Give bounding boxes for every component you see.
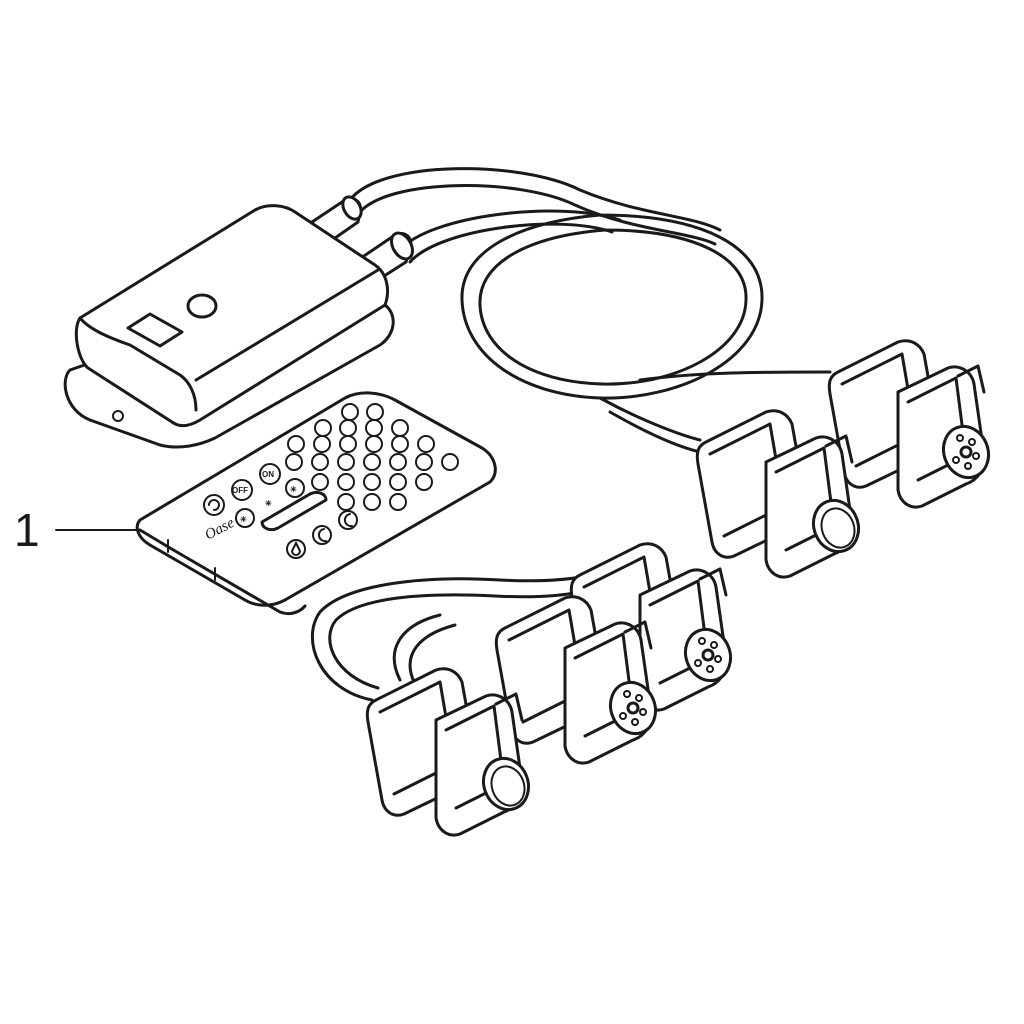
remote-key [415, 473, 433, 491]
remote-control: ON OFF ✳ ✳ ✳ Oase [135, 391, 497, 616]
remote-key [341, 403, 359, 421]
remote-key [365, 419, 383, 437]
cable-lower-b [408, 222, 614, 264]
remote-key [311, 453, 329, 471]
remote-key [417, 435, 435, 453]
cable-lower-loop-outer [310, 573, 592, 702]
remote-key [285, 453, 303, 471]
remote-key-on-label: ON [262, 470, 274, 479]
remote-key-off [231, 479, 253, 501]
controller-front-edge [194, 268, 380, 382]
remote-side-edge [138, 528, 307, 616]
cable-lower-branch-2 [408, 623, 457, 684]
callout-number: 1 [14, 504, 40, 556]
cable-to-connector-b2 [608, 410, 702, 454]
remote-key-cycle [203, 494, 225, 516]
controller-display-window [126, 312, 184, 348]
mounting-hole [112, 410, 124, 422]
drop-icon [290, 540, 302, 556]
cable-lower-loop-inner [328, 590, 582, 690]
remote-key [415, 453, 433, 471]
sun-icon: ✳ [290, 485, 297, 494]
remote-key-drop [286, 539, 306, 559]
remote-key [363, 453, 381, 471]
cable-to-connector-b [598, 396, 702, 442]
remote-key [391, 419, 409, 437]
remote-key [337, 493, 355, 511]
remote-key-off-label: OFF [232, 486, 248, 495]
remote-key-brightness-up [285, 478, 305, 498]
moon-icon [317, 528, 327, 543]
cable-upper-b [358, 184, 717, 246]
moon-icon [343, 513, 353, 528]
remote-key [391, 435, 409, 453]
remote-key-moon-2 [312, 525, 332, 545]
cycle-icon [208, 499, 220, 511]
sun-small-icon: ✳ [240, 515, 247, 524]
remote-key-moon-1 [338, 510, 358, 530]
controller-body [74, 204, 389, 428]
cable-lower-branch [392, 613, 442, 682]
remote-edge-marks [167, 539, 216, 581]
remote-key [313, 435, 331, 453]
remote-key [441, 453, 459, 471]
cable-to-connector-a [638, 370, 832, 382]
remote-key [339, 419, 357, 437]
remote-key [389, 473, 407, 491]
sun-label-icon: ✳ [265, 499, 272, 508]
remote-key [363, 493, 381, 511]
remote-key [287, 435, 305, 453]
cable-loop-inner [478, 228, 748, 386]
controller-top-edge [78, 316, 198, 412]
remote-key-brightness-down [235, 508, 255, 528]
cable-gland-2-end [390, 231, 414, 261]
remote-key [389, 453, 407, 471]
remote-key [366, 403, 384, 421]
remote-keypad [285, 403, 459, 511]
remote-slider-key [260, 490, 328, 532]
remote-key-on [259, 463, 281, 485]
cable-loop-outer [460, 213, 764, 400]
remote-key [365, 435, 383, 453]
connector-right-socket [827, 339, 998, 509]
remote-key [389, 493, 407, 511]
cable-gland-1-end [341, 195, 363, 221]
remote-key [339, 435, 357, 453]
controller-unit [63, 195, 414, 449]
controller-button [186, 293, 218, 319]
remote-key [311, 473, 329, 491]
cables [310, 167, 832, 702]
remote-key [363, 473, 381, 491]
cable-upper-a [348, 167, 722, 232]
remote-key [314, 419, 332, 437]
remote-key [337, 453, 355, 471]
remote-key [337, 473, 355, 491]
